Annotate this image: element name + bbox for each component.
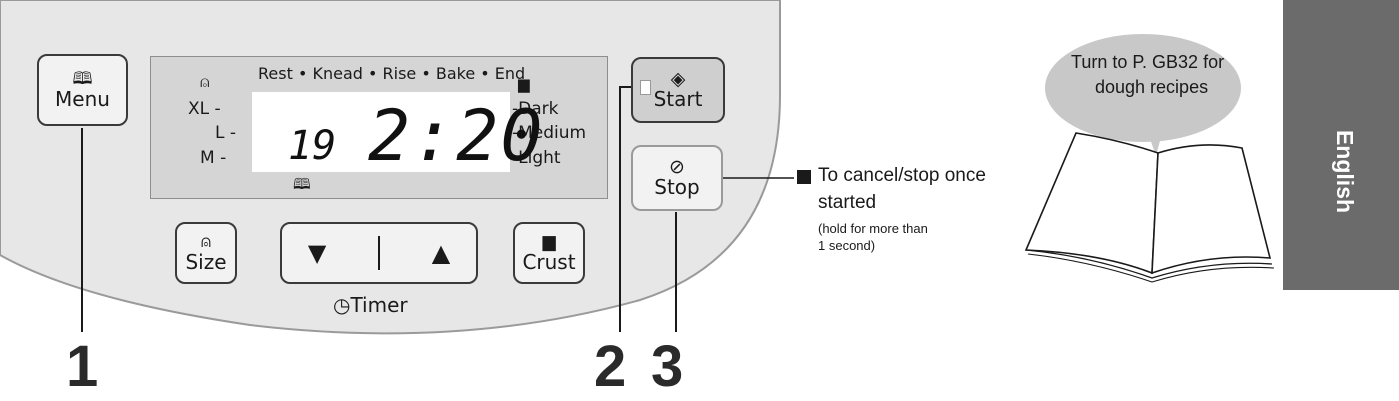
speech-bubble-line-2: dough recipes: [1095, 77, 1209, 97]
lcd-stage-indicator: Rest • Knead • Rise • Bake • End: [258, 64, 526, 83]
start-indicator-light: [640, 80, 651, 95]
timer-divider: [378, 236, 380, 270]
timer-label: ◷Timer: [333, 293, 408, 317]
callout-square-bullet: [797, 170, 811, 184]
step-number-3: 3: [651, 334, 684, 399]
stop-button-label: Stop: [654, 175, 700, 199]
stop-button[interactable]: ⊘ Stop: [631, 145, 723, 211]
leader-line-2: [619, 86, 632, 332]
stop-icon: ⊘: [669, 156, 685, 178]
crust-button-label: Crust: [522, 250, 576, 274]
lcd-crust-medium: -Medium: [512, 123, 587, 143]
lcd-size-m: M -: [200, 148, 227, 168]
speech-bubble-line-1: Turn to P. GB32 for: [1071, 52, 1225, 72]
lcd-size-l: L -: [215, 123, 237, 143]
speech-bubble: [1045, 34, 1241, 142]
callout-note-1: (hold for more than: [818, 221, 928, 236]
callout-line-2: started: [818, 192, 877, 213]
step-number-1: 1: [66, 334, 99, 399]
start-icon: ◈: [670, 68, 686, 90]
timer-button[interactable]: ▼ ▲: [280, 222, 478, 284]
lcd-crust-dark: -Dark: [512, 99, 559, 119]
lcd-menu-number: 19: [288, 123, 337, 169]
callout-line-1: To cancel/stop once: [818, 165, 986, 186]
crust-button[interactable]: ▆ Crust: [513, 222, 585, 284]
menu-button[interactable]: 🕮 Menu: [37, 54, 128, 126]
loaf-size-icon: ⍝: [200, 72, 210, 91]
crust-icon: ▆: [518, 75, 530, 93]
step-number-2: 2: [594, 334, 627, 399]
clock-icon: ◷: [333, 293, 351, 317]
recipe-book-illustration: [1024, 34, 1275, 283]
lcd-menu-book-icon: 🕮: [293, 175, 311, 193]
timer-down-arrow[interactable]: ▼: [307, 239, 327, 267]
lcd-screen: [252, 92, 510, 172]
lcd-size-xl: XL -: [188, 99, 221, 119]
lcd-crust-light: -Light: [512, 148, 561, 168]
loaf-size-button-icon: ⍝: [200, 232, 212, 252]
start-button-label: Start: [653, 87, 703, 111]
callout-note-2: 1 second): [818, 238, 876, 253]
lcd-time: 2:20: [368, 95, 545, 177]
language-tab: [1283, 0, 1399, 290]
timer-up-arrow[interactable]: ▲: [431, 239, 451, 267]
language-tab-label: English: [1332, 129, 1359, 214]
size-button-label: Size: [185, 250, 227, 274]
book-icon: 🕮: [72, 69, 93, 89]
menu-button-label: Menu: [55, 87, 110, 111]
size-button[interactable]: ⍝ Size: [175, 222, 237, 284]
crust-button-icon: ▆: [542, 232, 556, 252]
